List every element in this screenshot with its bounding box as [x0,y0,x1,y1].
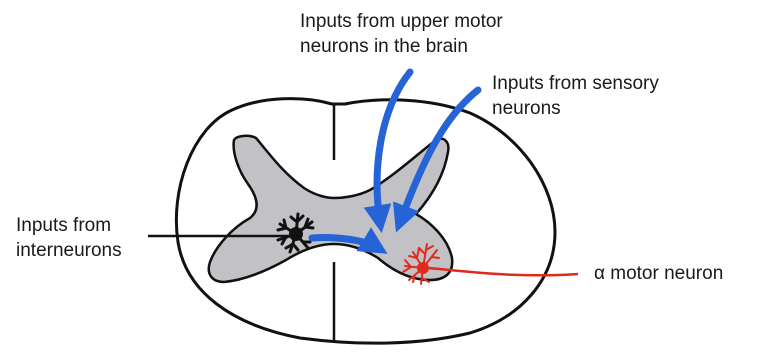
interneuron-label-line1: Inputs from [16,213,111,238]
interneuron-label-line2: interneurons [16,238,122,263]
sensory-label-line1: Inputs from sensory [492,71,659,96]
upper-motor-label-line1: Inputs from upper motor [300,9,503,34]
upper-motor-label-line2: neurons in the brain [300,34,468,59]
motor-neuron-label: α motor neuron [594,261,723,286]
sensory-label-line2: neurons [492,96,561,121]
